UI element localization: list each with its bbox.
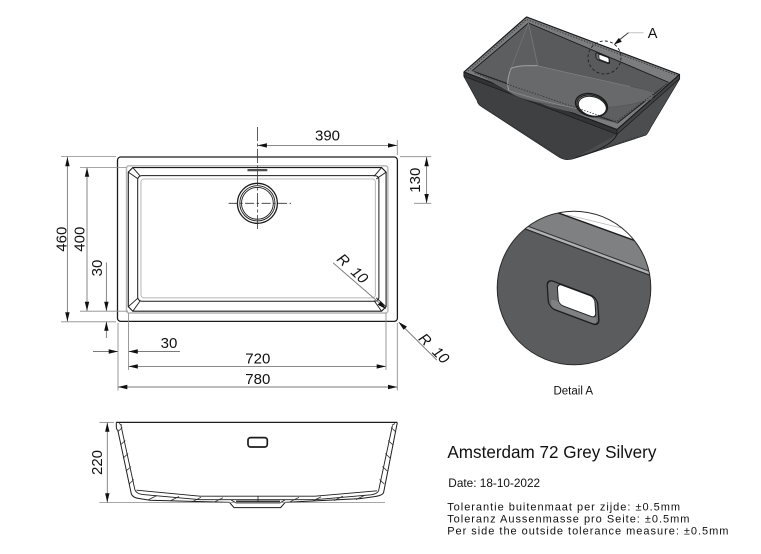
svg-text:130: 130	[407, 168, 424, 193]
svg-text:30: 30	[161, 335, 178, 352]
svg-text:30: 30	[89, 260, 106, 277]
svg-text:220: 220	[89, 450, 106, 475]
svg-text:A: A	[648, 26, 658, 42]
svg-text:Tolerantie buitenmaat per zijd: Tolerantie buitenmaat per zijde: ±0.5mm	[447, 502, 681, 514]
svg-text:780: 780	[245, 371, 270, 388]
svg-text:720: 720	[245, 351, 270, 368]
svg-text:400: 400	[72, 227, 89, 252]
svg-text:R 10: R 10	[333, 250, 371, 287]
svg-text:Amsterdam 72 Grey Silvery: Amsterdam 72 Grey Silvery	[447, 443, 656, 462]
svg-text:460: 460	[54, 227, 71, 252]
svg-text:R 10: R 10	[415, 330, 453, 368]
svg-text:390: 390	[315, 128, 340, 145]
svg-text:Detail A: Detail A	[553, 385, 593, 397]
svg-text:Toleranz Aussenmasse pro Seite: Toleranz Aussenmasse pro Seite: ±0.5mm	[447, 514, 690, 526]
svg-text:Per side the outside tolerance: Per side the outside tolerance measure: …	[447, 526, 729, 538]
svg-text:Date: 18-10-2022: Date: 18-10-2022	[448, 476, 540, 490]
